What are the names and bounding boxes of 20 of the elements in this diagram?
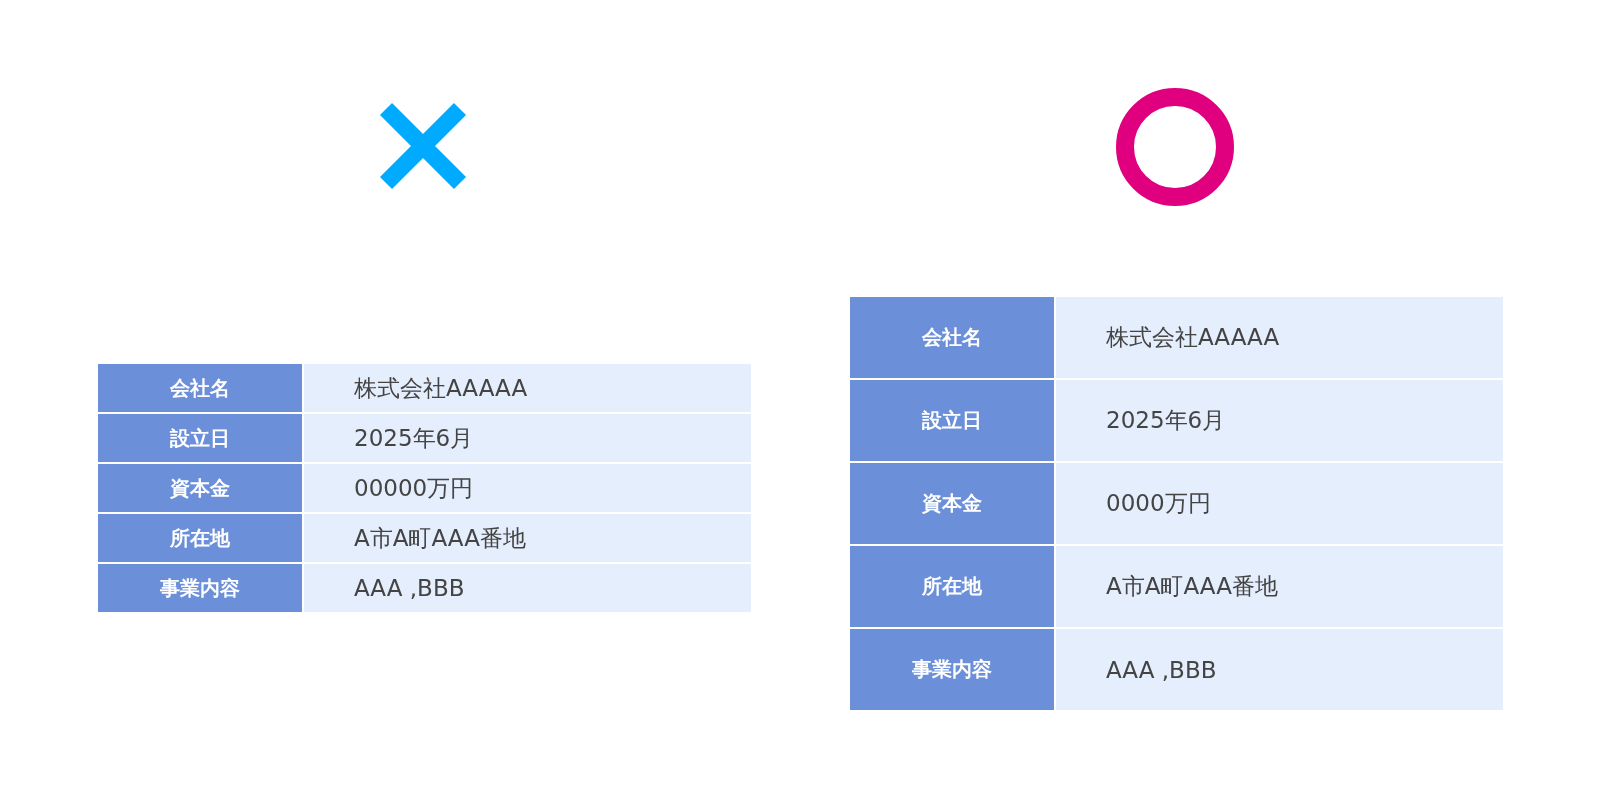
row-header: 設立日 (98, 414, 302, 462)
table-cell: AAA ,BBB (304, 564, 751, 612)
table-cell: 0000万円 (1056, 463, 1503, 544)
row-header: 事業内容 (850, 629, 1054, 710)
table-cell: 株式会社AAAAA (1056, 297, 1503, 378)
row-header: 所在地 (98, 514, 302, 562)
table-cell: 株式会社AAAAA (304, 364, 751, 412)
table-cell: A市A町AAA番地 (304, 514, 751, 562)
table-cell: 2025年6月 (1056, 380, 1503, 461)
table-cell: A市A町AAA番地 (1056, 546, 1503, 627)
table-cell: AAA ,BBB (1056, 629, 1503, 710)
table-cell: 00000万円 (304, 464, 751, 512)
row-header: 所在地 (850, 546, 1054, 627)
table-cell: 2025年6月 (304, 414, 751, 462)
row-header: 会社名 (98, 364, 302, 412)
row-header: 設立日 (850, 380, 1054, 461)
row-header: 資本金 (850, 463, 1054, 544)
row-header: 資本金 (98, 464, 302, 512)
row-header: 会社名 (850, 297, 1054, 378)
row-header: 事業内容 (98, 564, 302, 612)
